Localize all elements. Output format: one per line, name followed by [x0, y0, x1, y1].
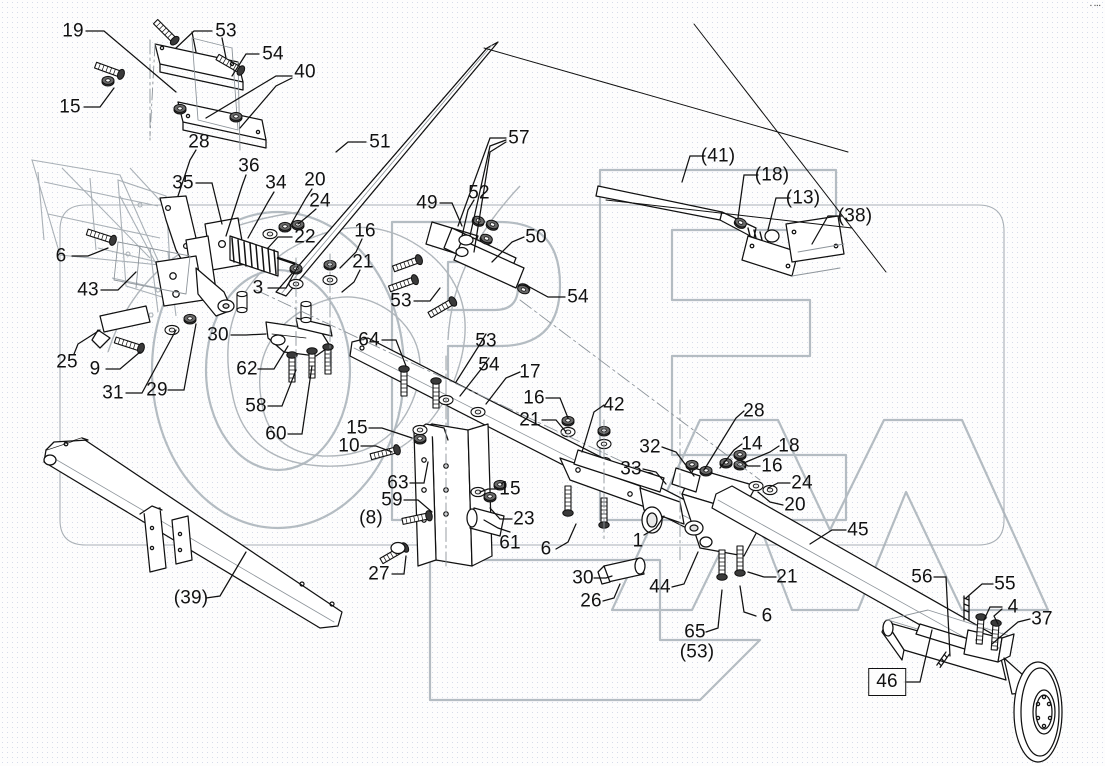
callout-label-22: 22 — [294, 226, 316, 248]
callout-label-8: (8) — [359, 507, 383, 529]
callout-label-27: 27 — [368, 563, 390, 585]
callout-label-16: 16 — [354, 220, 376, 242]
callout-label-53: 53 — [390, 290, 412, 312]
callout-label-9: 9 — [89, 358, 101, 380]
callout-label-36: 36 — [238, 155, 260, 177]
callout-label-30: 30 — [572, 567, 594, 589]
callout-label-42: 42 — [603, 394, 625, 416]
callout-label-54: 54 — [478, 354, 500, 376]
corner-mark: ▪ ▪▪▪ — [1090, 3, 1101, 9]
callout-label-64: 64 — [358, 329, 380, 351]
callout-label-52: 52 — [468, 182, 490, 204]
callout-label-24: 24 — [309, 190, 331, 212]
callout-label-62: 62 — [236, 358, 258, 380]
callout-label-20: 20 — [784, 494, 806, 516]
callout-label-44: 44 — [649, 576, 671, 598]
callout-label-28: 28 — [743, 400, 765, 422]
callout-label-45: 45 — [847, 519, 869, 541]
callout-label-56: 56 — [911, 566, 933, 588]
callout-label-30: 30 — [207, 324, 229, 346]
callout-label-54: 54 — [262, 43, 284, 65]
callout-label-10: 10 — [338, 435, 360, 457]
callout-label-32: 32 — [639, 436, 661, 458]
callout-label-3: 3 — [252, 277, 264, 299]
callout-label-54: 54 — [567, 286, 589, 308]
callout-label-16: 16 — [761, 455, 783, 477]
callout-label-53: (53) — [679, 641, 715, 663]
callout-label-16: 16 — [523, 387, 545, 409]
callout-label-59: 59 — [381, 489, 403, 511]
callout-label-21: 21 — [776, 566, 798, 588]
callout-label-1: 1 — [632, 530, 644, 552]
callout-label-24: 24 — [791, 472, 813, 494]
callout-label-53: 53 — [475, 330, 497, 352]
callout-label-43: 43 — [77, 279, 99, 301]
callout-label-14: 14 — [741, 433, 763, 455]
callout-label-49: 49 — [416, 192, 438, 214]
callout-label-51: 51 — [369, 131, 391, 153]
callout-label-65: 65 — [684, 621, 706, 643]
callout-label-20: 20 — [304, 169, 326, 191]
callout-label-39: (39) — [173, 587, 209, 609]
callout-label-35: 35 — [172, 172, 194, 194]
callout-label-57: 57 — [508, 127, 530, 149]
callout-label-6: 6 — [761, 605, 773, 627]
callout-label-23: 23 — [513, 508, 535, 530]
callout-label-63: 63 — [387, 472, 409, 494]
callout-label-15: 15 — [346, 417, 368, 439]
callout-label-34: 34 — [265, 172, 287, 194]
callout-label-38: (38) — [837, 205, 873, 227]
callout-label-28: 28 — [188, 131, 210, 153]
callout-label-31: 31 — [102, 382, 124, 404]
callout-label-60: 60 — [265, 423, 287, 445]
callout-label-19: 19 — [62, 20, 84, 42]
callout-label-33: 33 — [620, 458, 642, 480]
callout-label-46: 46 — [868, 668, 906, 696]
callout-label-18: 18 — [778, 435, 800, 457]
callout-label-21: 21 — [519, 409, 541, 431]
callout-label-55: 55 — [994, 573, 1016, 595]
callout-label-18: (18) — [754, 164, 790, 186]
callout-label-6: 6 — [55, 245, 67, 267]
callout-label-58: 58 — [245, 395, 267, 417]
callout-label-40: 40 — [294, 61, 316, 83]
callout-label-17: 17 — [519, 361, 541, 383]
callout-label-29: 29 — [146, 379, 168, 401]
callout-label-21: 21 — [352, 251, 374, 273]
callout-label-26: 26 — [580, 590, 602, 612]
callout-label-41: (41) — [700, 145, 736, 167]
callout-label-6: 6 — [540, 538, 552, 560]
callout-label-25: 25 — [56, 351, 78, 373]
callout-label-4: 4 — [1007, 596, 1019, 618]
callout-label-61: 61 — [499, 532, 521, 554]
callout-label-37: 37 — [1031, 608, 1053, 630]
callout-label-53: 53 — [215, 20, 237, 42]
callout-label-13: (13) — [785, 187, 821, 209]
callout-label-15: 15 — [59, 96, 81, 118]
callout-label-15: 15 — [499, 478, 521, 500]
callout-label-50: 50 — [525, 226, 547, 248]
